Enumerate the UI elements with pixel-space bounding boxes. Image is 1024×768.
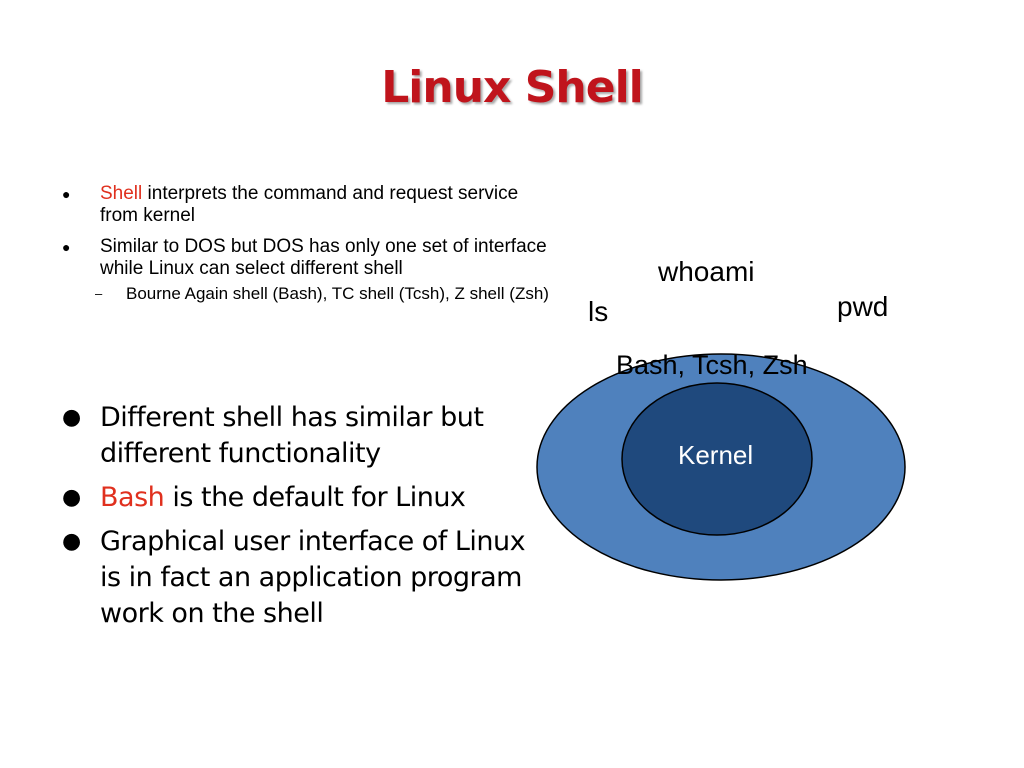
- bullet-item-dos: ● Similar to DOS but DOS has only one se…: [62, 236, 552, 303]
- bullet-highlight: Bash: [100, 482, 165, 513]
- bottom-bullet-list: ● Different shell has similar but differ…: [62, 400, 542, 640]
- bullet-text: Different shell has similar but differen…: [100, 402, 484, 469]
- sub-bullet-item-shells: – Bourne Again shell (Bash), TC shell (T…: [80, 284, 552, 303]
- bullet-dot-icon: ●: [62, 186, 71, 202]
- slide-title: Linux Shell: [381, 62, 644, 113]
- dash-icon: –: [95, 286, 103, 301]
- bullet-item-functionality: ● Different shell has similar but differ…: [62, 400, 542, 472]
- bullet-item-shell: ● Shell interprets the command and reque…: [62, 183, 552, 227]
- shell-layer-label: Bash, Tcsh, Zsh: [616, 350, 808, 380]
- bullet-text: Similar to DOS but DOS has only one set …: [100, 236, 547, 279]
- bullet-text: Graphical user interface of Linux is in …: [100, 526, 526, 629]
- command-ls: ls: [588, 296, 609, 327]
- kernel-layer-label: Kernel: [678, 440, 754, 470]
- bullet-item-bash-default: ● Bash is the default for Linux: [62, 480, 542, 516]
- bullet-dot-icon: ●: [62, 239, 71, 255]
- bullet-dot-icon: ●: [62, 529, 81, 554]
- command-pwd: pwd: [837, 291, 889, 322]
- command-whoami: whoami: [658, 256, 755, 287]
- bullet-highlight: Shell: [100, 183, 143, 204]
- bullet-text: interprets the command and request servi…: [100, 183, 519, 226]
- sub-bullet-list: – Bourne Again shell (Bash), TC shell (T…: [95, 284, 552, 303]
- bullet-dot-icon: ●: [62, 405, 81, 430]
- bullet-dot-icon: ●: [62, 485, 81, 510]
- bullet-text: is the default for Linux: [164, 482, 466, 513]
- top-bullet-list: ● Shell interprets the command and reque…: [62, 183, 552, 312]
- sub-bullet-text: Bourne Again shell (Bash), TC shell (Tcs…: [126, 284, 549, 303]
- bullet-item-gui: ● Graphical user interface of Linux is i…: [62, 524, 542, 632]
